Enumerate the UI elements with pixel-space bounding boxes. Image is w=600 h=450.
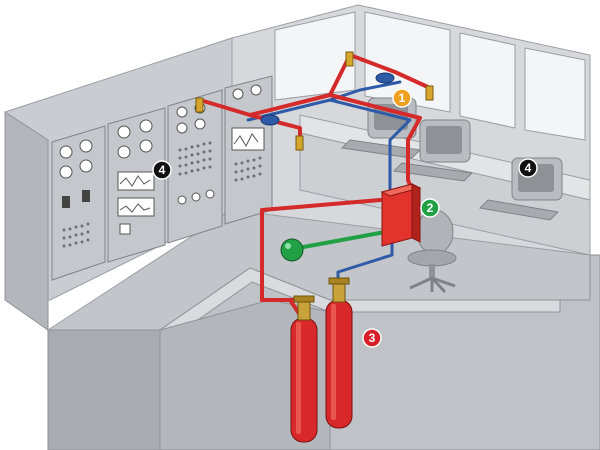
cylinder (290, 295, 318, 443)
callout-1: 1 (392, 88, 412, 108)
callout-4-computer-label: 4 (525, 161, 532, 175)
callout-1-label: 1 (399, 91, 406, 105)
control-unit (380, 183, 422, 247)
cabinet (224, 75, 273, 225)
callout-2: 2 (420, 198, 440, 218)
callout-1-circle (392, 88, 412, 108)
detectors (260, 72, 395, 126)
basement-wall (47, 329, 161, 450)
cylinder (325, 277, 353, 429)
smoke-detector (375, 72, 395, 84)
nozzle (195, 97, 204, 113)
control-cabinets (51, 75, 273, 281)
computer-monitor (340, 97, 422, 159)
callout-3-label: 3 (369, 331, 376, 345)
alarm-device (280, 238, 304, 262)
left-wall-face (4, 111, 49, 331)
callout-3: 3 (362, 328, 382, 348)
nozzle (345, 51, 354, 67)
discharge-pipe (260, 298, 302, 317)
cabinet (51, 125, 106, 281)
nozzles (195, 51, 434, 151)
nozzle (425, 85, 434, 101)
callout-4-cabinets-label: 4 (159, 163, 166, 177)
window-pane (524, 47, 586, 141)
nozzle (295, 135, 304, 151)
callout-badges: 1 2 3 4 4 (152, 88, 538, 348)
computer-monitor (392, 119, 474, 182)
window-pane (274, 11, 356, 101)
callout-3-circle (362, 328, 382, 348)
cabinet (107, 107, 166, 263)
gas-cylinders (290, 277, 353, 443)
callout-2-circle (420, 198, 440, 218)
callout-4-computer-circle (518, 158, 538, 178)
window-pane (459, 32, 516, 129)
callout-4-cabinets: 4 (152, 160, 172, 180)
smoke-detector (260, 114, 280, 126)
callout-4-computer: 4 (518, 158, 538, 178)
desk-front (299, 132, 591, 256)
detection-line (246, 98, 412, 192)
callout-4-cabinets-circle (152, 160, 172, 180)
release-line (296, 230, 387, 250)
discharge-pipe (328, 53, 432, 97)
cabinet (167, 89, 223, 244)
office-chair (407, 209, 457, 294)
callout-2-label: 2 (427, 201, 434, 215)
